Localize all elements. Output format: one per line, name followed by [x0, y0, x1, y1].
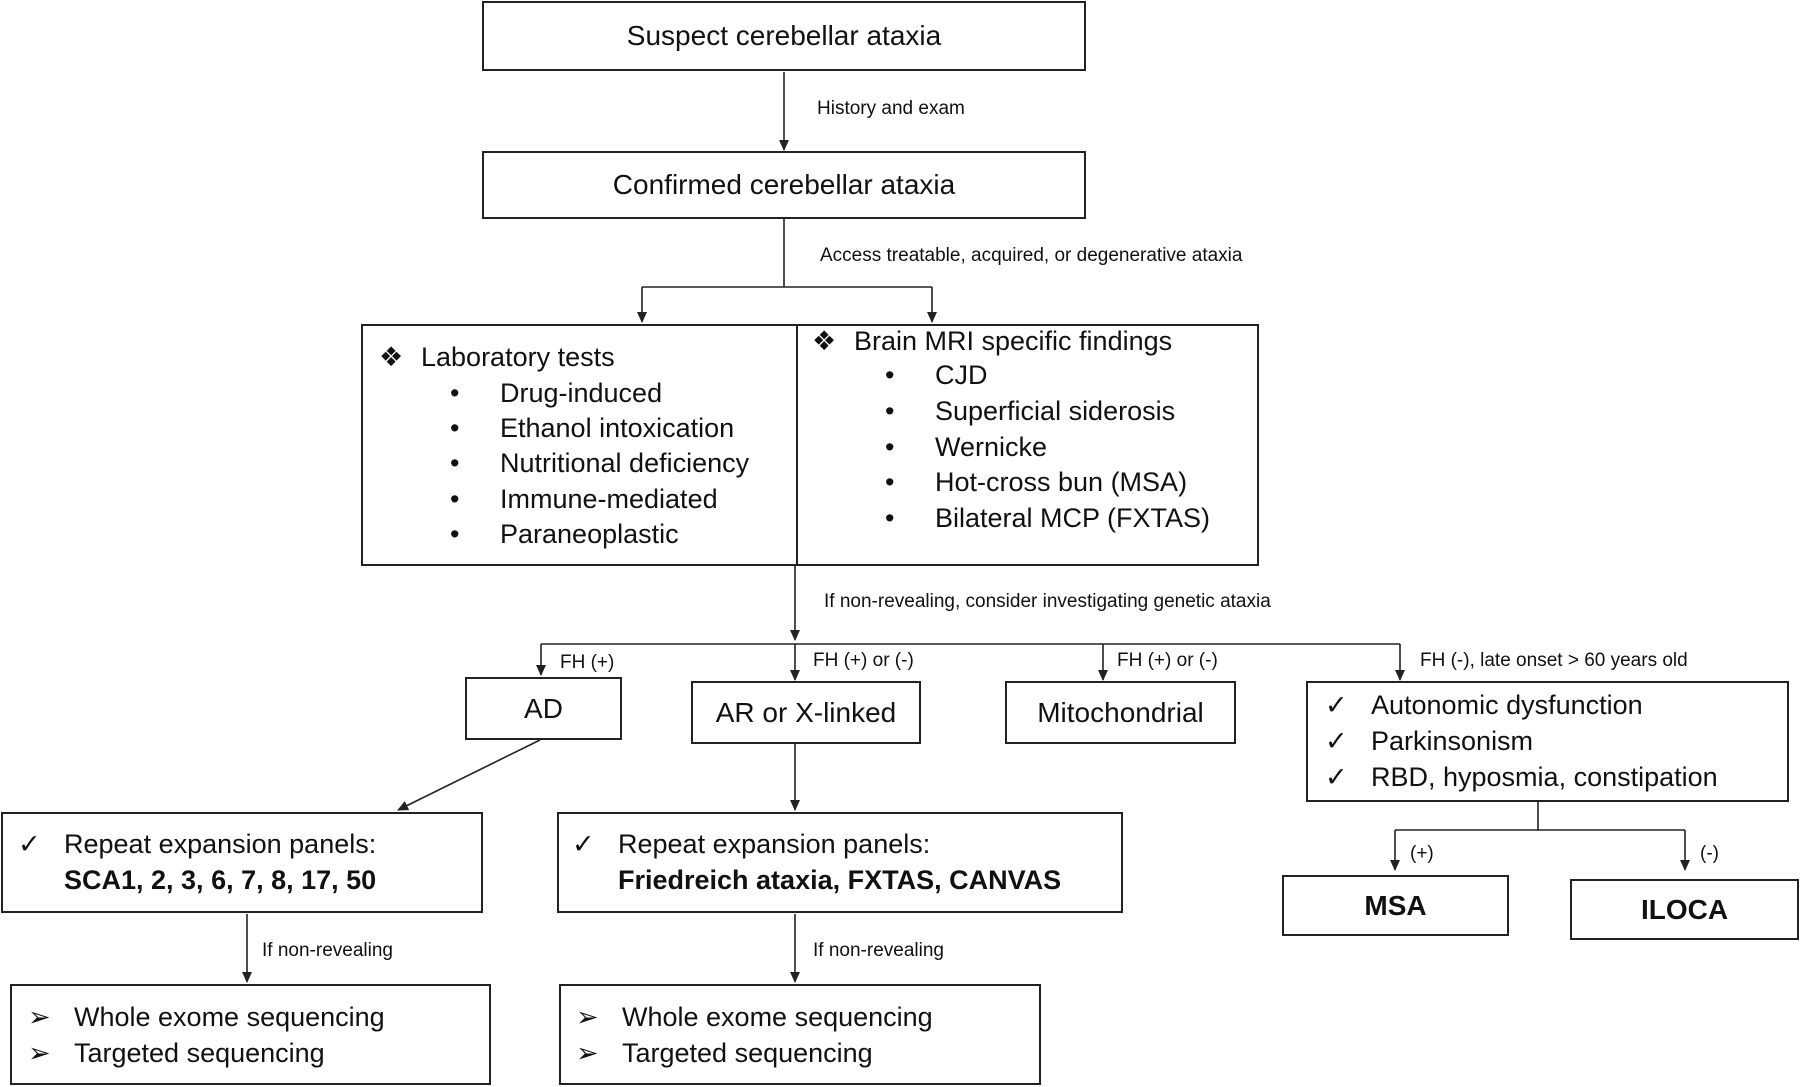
lab-item-text: Ethanol intoxication — [500, 413, 735, 443]
check-icon: ✓ — [1325, 762, 1348, 792]
seq-left-text: Targeted sequencing — [74, 1038, 325, 1068]
bullet-icon: • — [885, 503, 895, 533]
seq-right-item: ➢ Targeted sequencing — [576, 1036, 873, 1070]
mri-item-text: CJD — [935, 360, 988, 390]
ad-box: AD — [465, 677, 622, 740]
suspect-label: Suspect cerebellar ataxia — [626, 20, 942, 51]
edge-label-fh-ar: FH (+) or (-) — [813, 650, 914, 671]
seq-left-item: ➢ Targeted sequencing — [28, 1036, 325, 1070]
lab-item-text: Immune-mediated — [500, 484, 718, 514]
mri-item-text: Hot-cross bun (MSA) — [935, 467, 1188, 497]
check-icon: ✓ — [18, 829, 41, 859]
lab-mri-divider — [796, 326, 798, 564]
seq-left-item: ➢ Whole exome sequencing — [28, 1000, 385, 1034]
repeat-ad-text: Repeat expansion panels: — [64, 829, 377, 859]
arrow-ad-to-repeat — [397, 739, 541, 811]
lab-item-text: Drug-induced — [500, 378, 663, 408]
repeat-ad-line2: SCA1, 2, 3, 6, 7, 8, 17, 50 — [64, 865, 377, 895]
edge-label-minus: (-) — [1700, 843, 1719, 864]
confirmed-box: Confirmed cerebellar ataxia — [482, 151, 1086, 219]
seq-right-box — [559, 984, 1041, 1085]
edge-label-plus: (+) — [1410, 843, 1434, 864]
ad-label: AD — [524, 692, 563, 724]
edge-label-fh-ad: FH (+) — [560, 652, 615, 673]
lab-mri-box — [361, 324, 1259, 566]
ar-box: AR or X-linked — [691, 681, 921, 744]
mri-item-text: Wernicke — [935, 432, 1048, 462]
check-icon: ✓ — [1325, 690, 1348, 720]
arrow-bullet-icon: ➢ — [576, 1002, 599, 1032]
repeat-ar-text: Repeat expansion panels: — [618, 829, 931, 859]
edge-label-fh-late: FH (-), late onset > 60 years old — [1420, 650, 1688, 671]
edge-label-access: Access treatable, acquired, or degenerat… — [820, 245, 1243, 266]
msa-sign-item: ✓ Parkinsonism — [1325, 724, 1533, 758]
check-icon: ✓ — [572, 829, 595, 859]
mri-item-text: Bilateral MCP (FXTAS) — [935, 503, 1211, 533]
msa-sign-text: Parkinsonism — [1371, 726, 1534, 756]
iloca-label: ILOCA — [1640, 893, 1729, 925]
lab-title-text: Laboratory tests — [421, 342, 615, 372]
seq-left-box — [10, 984, 491, 1085]
edge-label-history: History and exam — [817, 98, 965, 119]
bullet-icon: • — [450, 448, 460, 478]
repeat-ar-line1: ✓ Repeat expansion panels: — [572, 827, 930, 861]
mri-title-text: Brain MRI specific findings — [854, 326, 1173, 356]
bullet-icon: • — [885, 432, 895, 462]
lab-item-text: Paraneoplastic — [500, 519, 679, 549]
lab-item: • Immune-mediated — [450, 482, 718, 516]
lab-item: • Drug-induced — [450, 376, 662, 410]
edge-label-nonrev-right: If non-revealing — [813, 940, 944, 961]
msa-sign-text: Autonomic dysfunction — [1371, 690, 1643, 720]
mito-label: Mitochondrial — [1037, 696, 1204, 728]
suspect-box: Suspect cerebellar ataxia — [482, 1, 1086, 71]
bullet-icon: • — [885, 360, 895, 390]
bullet-icon: • — [450, 413, 460, 443]
bullet-icon: • — [450, 519, 460, 549]
confirmed-label: Confirmed cerebellar ataxia — [612, 169, 956, 200]
repeat-ad-box — [1, 812, 483, 913]
arrow-bullet-icon: ➢ — [28, 1002, 51, 1032]
mri-item: • Wernicke — [885, 430, 1047, 464]
lab-item: • Nutritional deficiency — [450, 446, 749, 480]
bullet-icon: • — [885, 467, 895, 497]
msa-sign-item: ✓ Autonomic dysfunction — [1325, 688, 1643, 722]
msa-sign-item: ✓ RBD, hyposmia, constipation — [1325, 760, 1718, 794]
repeat-ar-line2: Friedreich ataxia, FXTAS, CANVAS — [618, 865, 1062, 895]
repeat-ar-box — [557, 812, 1123, 913]
check-icon: ✓ — [1325, 726, 1348, 756]
repeat-ad-line1: ✓ Repeat expansion panels: — [18, 827, 376, 861]
mri-item: • Hot-cross bun (MSA) — [885, 465, 1187, 499]
diamond-icon: ❖ — [812, 326, 837, 356]
mri-item: • Superficial siderosis — [885, 394, 1175, 428]
ar-label: AR or X-linked — [715, 696, 897, 728]
lab-item-text: Nutritional deficiency — [500, 448, 750, 478]
bullet-icon: • — [450, 378, 460, 408]
mito-box: Mitochondrial — [1005, 681, 1236, 744]
lab-title: ❖ Laboratory tests — [379, 340, 615, 374]
msa-box: MSA — [1282, 875, 1509, 936]
edge-label-nonrev-left: If non-revealing — [262, 940, 393, 961]
lab-item: • Paraneoplastic — [450, 517, 679, 551]
seq-right-text: Targeted sequencing — [622, 1038, 873, 1068]
bullet-icon: • — [885, 396, 895, 426]
seq-left-text: Whole exome sequencing — [74, 1002, 385, 1032]
edge-label-fh-mito: FH (+) or (-) — [1117, 650, 1218, 671]
mri-item-text: Superficial siderosis — [935, 396, 1176, 426]
bullet-icon: • — [450, 484, 460, 514]
msa-label: MSA — [1364, 889, 1427, 921]
seq-right-text: Whole exome sequencing — [622, 1002, 933, 1032]
arrow-bullet-icon: ➢ — [576, 1038, 599, 1068]
msa-signs-box — [1306, 681, 1789, 802]
mri-item: • Bilateral MCP (FXTAS) — [885, 501, 1210, 535]
lab-item: • Ethanol intoxication — [450, 411, 734, 445]
iloca-box: ILOCA — [1570, 879, 1799, 940]
edge-label-nonrev-genetic: If non-revealing, consider investigating… — [824, 591, 1271, 612]
seq-right-item: ➢ Whole exome sequencing — [576, 1000, 933, 1034]
mri-title: ❖ Brain MRI specific findings — [812, 324, 1172, 358]
mri-item: • CJD — [885, 358, 988, 392]
msa-sign-text: RBD, hyposmia, constipation — [1371, 762, 1718, 792]
arrow-bullet-icon: ➢ — [28, 1038, 51, 1068]
diamond-icon: ❖ — [379, 342, 404, 372]
